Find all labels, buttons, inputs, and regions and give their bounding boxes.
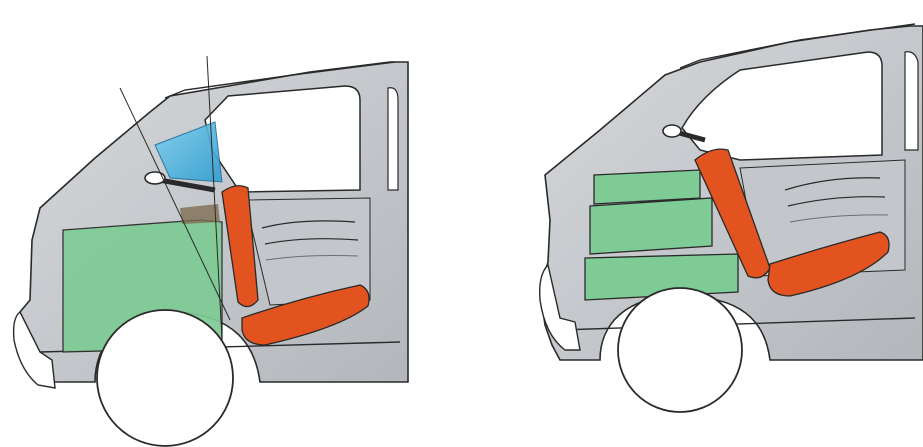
right-panel [540, 24, 923, 412]
left-front-wheel [97, 310, 233, 446]
right-cargo-box-top [594, 170, 700, 204]
left-steering-wheel [145, 172, 165, 184]
right-front-wheel [618, 288, 742, 412]
left-panel [14, 56, 408, 446]
right-steering-wheel [663, 125, 681, 137]
right-rear-window [905, 52, 918, 150]
right-cargo-box-middle [590, 198, 712, 254]
left-rear-window [388, 88, 398, 190]
